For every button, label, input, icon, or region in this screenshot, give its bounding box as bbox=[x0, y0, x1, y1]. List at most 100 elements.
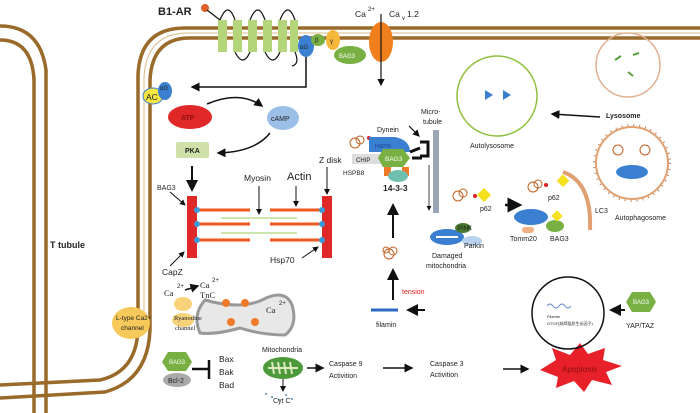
ubiquitin-icon-2 bbox=[544, 183, 548, 187]
p62-label: p62 bbox=[480, 206, 492, 213]
filamin-gene-label: Filamin bbox=[547, 314, 560, 319]
lysosome-label: Lysosome bbox=[606, 113, 640, 120]
damaged-mitochondria-label: mitochondria bbox=[426, 263, 466, 270]
g-protein-complex: αG β γ BAG3 bbox=[298, 30, 366, 64]
camp-label: cAMP bbox=[271, 116, 290, 123]
ca-tnc-sup: 2+ bbox=[177, 284, 184, 290]
cargo-protein-icon bbox=[527, 179, 543, 193]
pka-label: PKA bbox=[185, 148, 200, 155]
apoptosis-label: Apoptosis bbox=[562, 365, 597, 374]
dynein-label: Dynein bbox=[377, 127, 399, 134]
membrane-shading bbox=[143, 32, 700, 330]
pink-node bbox=[455, 223, 471, 233]
ryanodine-label: Ryanodine bbox=[174, 315, 202, 322]
dynein-pointer bbox=[408, 125, 420, 137]
bag3-apoptosis-label: BAG3 bbox=[169, 360, 186, 366]
tension-label: tension bbox=[402, 289, 425, 296]
bag3-hexagon bbox=[162, 352, 192, 371]
ca-bound-label: Ca bbox=[200, 280, 210, 290]
ac-label: AC bbox=[146, 92, 158, 102]
bag3-yap-hexagon bbox=[626, 292, 656, 312]
pink-label: PINK bbox=[458, 226, 472, 232]
ryr-channels bbox=[222, 299, 259, 326]
myosin-label: Myosin bbox=[244, 173, 271, 183]
ca-bound-sup: 2+ bbox=[212, 278, 219, 284]
hsp70-label: Hsp70 bbox=[270, 255, 295, 265]
b1ar-receptor bbox=[201, 4, 298, 67]
capz-label: CapZ bbox=[162, 267, 183, 277]
beta-label: β bbox=[315, 38, 319, 44]
pka-node bbox=[176, 142, 209, 158]
microtubule-bar bbox=[433, 130, 439, 213]
t-tubule-label: T tubule bbox=[50, 240, 85, 250]
lysosome-fusion-arrow bbox=[550, 109, 601, 119]
ac-alpha-g-label: αG bbox=[160, 86, 168, 92]
tnc-label: TnC bbox=[200, 290, 215, 300]
atp-to-camp-arrow bbox=[206, 96, 264, 107]
bag3-mitophagy-label: BAG3 bbox=[550, 236, 569, 243]
lysosome-enzymes bbox=[614, 52, 640, 77]
damaged-label: Damaged bbox=[432, 253, 462, 260]
hspb8-label: HSPB8 bbox=[343, 170, 365, 177]
ca-label: Ca bbox=[355, 9, 366, 19]
ltype-channel bbox=[112, 307, 150, 339]
atp-label: ATP bbox=[181, 115, 195, 122]
yap-taz-label: YAP/TAZ bbox=[626, 323, 655, 330]
lysosome-circle bbox=[595, 32, 661, 98]
phagophore-membrane bbox=[562, 170, 593, 231]
camp-to-pka-arrow bbox=[216, 132, 271, 158]
p62-diamond-3 bbox=[551, 210, 563, 222]
ryanodine-receptor-lower bbox=[172, 313, 194, 327]
mitochondria-cargo-icon bbox=[514, 209, 548, 225]
cav12-label-rest: 1.2 bbox=[407, 9, 419, 19]
dna-icon bbox=[546, 303, 572, 309]
casp9-activition-label: Activition bbox=[329, 373, 357, 380]
bax-label: Bax bbox=[219, 354, 234, 364]
bcl2-label: Bcl-2 bbox=[168, 378, 184, 385]
sr-ca-label: Ca bbox=[266, 305, 276, 315]
sarcomere bbox=[187, 196, 332, 258]
z-disk-label: Z disk bbox=[319, 155, 342, 165]
gene-expression-circle bbox=[531, 276, 605, 350]
casp3-activition-label: Activition bbox=[430, 372, 458, 379]
bag3-complex-label: BAG3 bbox=[385, 156, 403, 163]
autophagosome-dots bbox=[593, 124, 671, 202]
filamin-label: filamin bbox=[376, 322, 396, 329]
cytc-label: Cyt C bbox=[273, 398, 291, 405]
fragment-icon-2 bbox=[503, 90, 511, 100]
gs-arrow bbox=[190, 57, 307, 92]
ltype-channel-label: channel bbox=[121, 325, 144, 332]
bag3-mitophagy-node bbox=[546, 220, 564, 232]
ubiquitin-icon bbox=[473, 194, 477, 198]
p62-diamond bbox=[476, 187, 492, 203]
b1ar-label: B1-AR bbox=[158, 6, 192, 18]
cristae bbox=[268, 361, 298, 375]
sarcoplasmic-reticulum bbox=[195, 293, 296, 337]
bad-label: Bad bbox=[219, 380, 234, 390]
p62-diamond-2 bbox=[556, 174, 570, 188]
ltype-label: L-type Ca2+ bbox=[116, 315, 152, 322]
autophagosome-circle bbox=[595, 126, 669, 200]
gamma-label: γ bbox=[330, 39, 333, 45]
ca-superscript: 2+ bbox=[368, 7, 375, 13]
chaperone-complex bbox=[349, 135, 430, 182]
p62-label-2: p62 bbox=[548, 195, 560, 202]
hsp70-complex-label: HSP70 bbox=[375, 144, 391, 150]
bag3-pointer bbox=[169, 191, 186, 206]
tomm20-node bbox=[522, 227, 534, 233]
parkin-node bbox=[462, 236, 482, 246]
autophagosome-cargo bbox=[612, 144, 651, 156]
casp9-label: Caspase 9 bbox=[329, 361, 363, 368]
gtgf-gene-label: GTGF(结缔组织生长因子) bbox=[547, 320, 593, 326]
sr-ca-sup: 2+ bbox=[279, 301, 286, 307]
ryanodine-receptor bbox=[174, 297, 192, 311]
ryanodine-channel-label: channel bbox=[175, 325, 195, 332]
cav12-subscript: v bbox=[402, 16, 405, 22]
cell-membrane bbox=[0, 24, 700, 413]
parkin-label: Parkin bbox=[464, 243, 484, 250]
microtubule-label: Micro- bbox=[421, 109, 441, 116]
autophagosome-mitochondria bbox=[616, 165, 648, 179]
mitochondria-label: Mitochondria bbox=[262, 347, 302, 354]
